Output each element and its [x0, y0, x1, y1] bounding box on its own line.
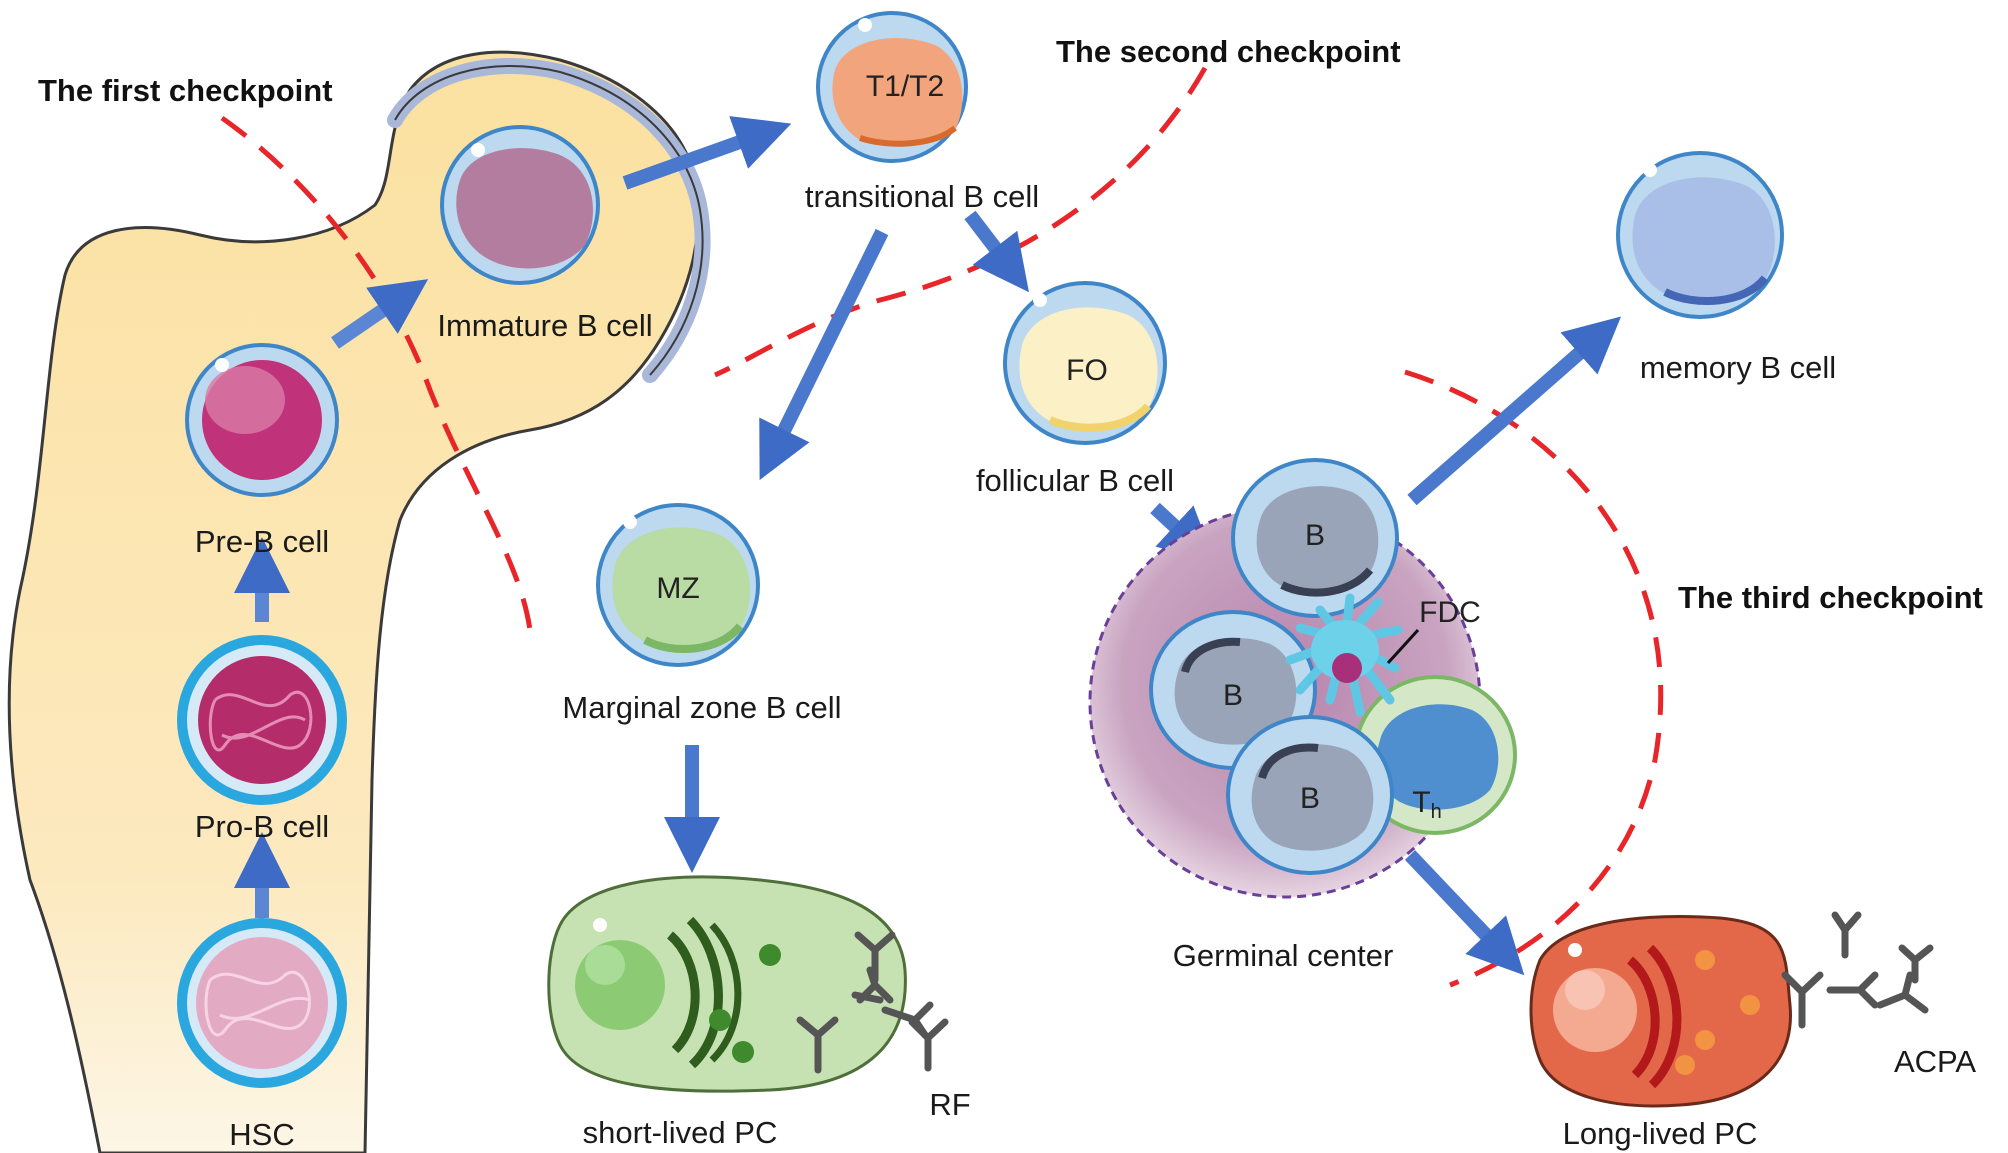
- transitional-b-cell: T1/T2 transitional B cell: [805, 11, 1039, 214]
- acpa-label: ACPA: [1894, 1044, 1976, 1079]
- germinal-center-label: Germinal center: [1173, 938, 1394, 973]
- gc-b-cell-bottom: B: [1226, 715, 1394, 875]
- fdc-label: FDC: [1419, 596, 1481, 629]
- follicular-label: follicular B cell: [976, 463, 1174, 498]
- arrow-immature-to-transitional: [622, 116, 792, 190]
- short-lived-pc: short-lived PC: [547, 875, 907, 1150]
- antibodies-rf: [796, 931, 949, 1074]
- arrow-gc-to-longpc: [1404, 850, 1525, 976]
- checkpoint-lines: [220, 66, 1664, 988]
- memory-b-cell: memory B cell: [1616, 151, 1836, 385]
- immature-b-label: Immature B cell: [437, 308, 652, 343]
- second-checkpoint-title: The second checkpoint: [1056, 34, 1401, 69]
- marginal-zone-b-cell: MZ Marginal zone B cell: [562, 503, 842, 725]
- arrow-transitional-to-marginal: [759, 228, 889, 481]
- marginal-label: Marginal zone B cell: [562, 690, 841, 725]
- germinal-center: B B Th B FDC Germinal center: [1088, 458, 1517, 973]
- pro-b-cell: Pro-B cell: [177, 635, 347, 844]
- long-lived-pc-label: Long-lived PC: [1563, 1116, 1758, 1151]
- rf-label: RF: [929, 1087, 970, 1122]
- bone-marrow: [7, 50, 711, 1153]
- hsc-cell: HSC: [177, 918, 347, 1152]
- hsc-label: HSC: [229, 1117, 294, 1152]
- memory-b-label: memory B cell: [1640, 350, 1836, 385]
- pre-b-label: Pre-B cell: [195, 524, 329, 559]
- gc-b-cell-top: B: [1231, 458, 1399, 618]
- arrow-gc-to-memory: [1407, 316, 1622, 506]
- gc-th-cell: Th: [1353, 675, 1517, 835]
- long-lived-pc: Long-lived PC: [1529, 915, 1792, 1151]
- first-checkpoint-line: [220, 115, 533, 631]
- short-lived-pc-label: short-lived PC: [583, 1115, 778, 1150]
- marginal-inner-label: MZ: [656, 572, 699, 605]
- fdc-cell: FDC: [1285, 593, 1481, 717]
- transitional-inner-label: T1/T2: [866, 70, 944, 103]
- pro-b-label: Pro-B cell: [195, 809, 329, 844]
- gc-th-label: Th: [1412, 786, 1441, 823]
- antibodies-acpa: [1781, 911, 1934, 1029]
- follicular-inner-label: FO: [1066, 354, 1108, 387]
- first-checkpoint-title: The first checkpoint: [38, 73, 333, 108]
- third-checkpoint-title: The third checkpoint: [1678, 580, 1983, 615]
- gc-b-label-top: B: [1305, 519, 1325, 552]
- arrow-transitional-to-follicular: [964, 210, 1029, 293]
- second-checkpoint-line: [714, 66, 1208, 378]
- gc-b-label-bottom: B: [1300, 782, 1320, 815]
- immature-b-cell: Immature B cell: [437, 125, 653, 343]
- pre-b-cell: Pre-B cell: [185, 343, 339, 559]
- transitional-label: transitional B cell: [805, 179, 1039, 214]
- gc-b-label-left: B: [1223, 679, 1243, 712]
- arrows: [234, 116, 1622, 976]
- arrow-preb-to-immature: [331, 279, 429, 349]
- follicular-b-cell: FO follicular B cell: [976, 281, 1174, 498]
